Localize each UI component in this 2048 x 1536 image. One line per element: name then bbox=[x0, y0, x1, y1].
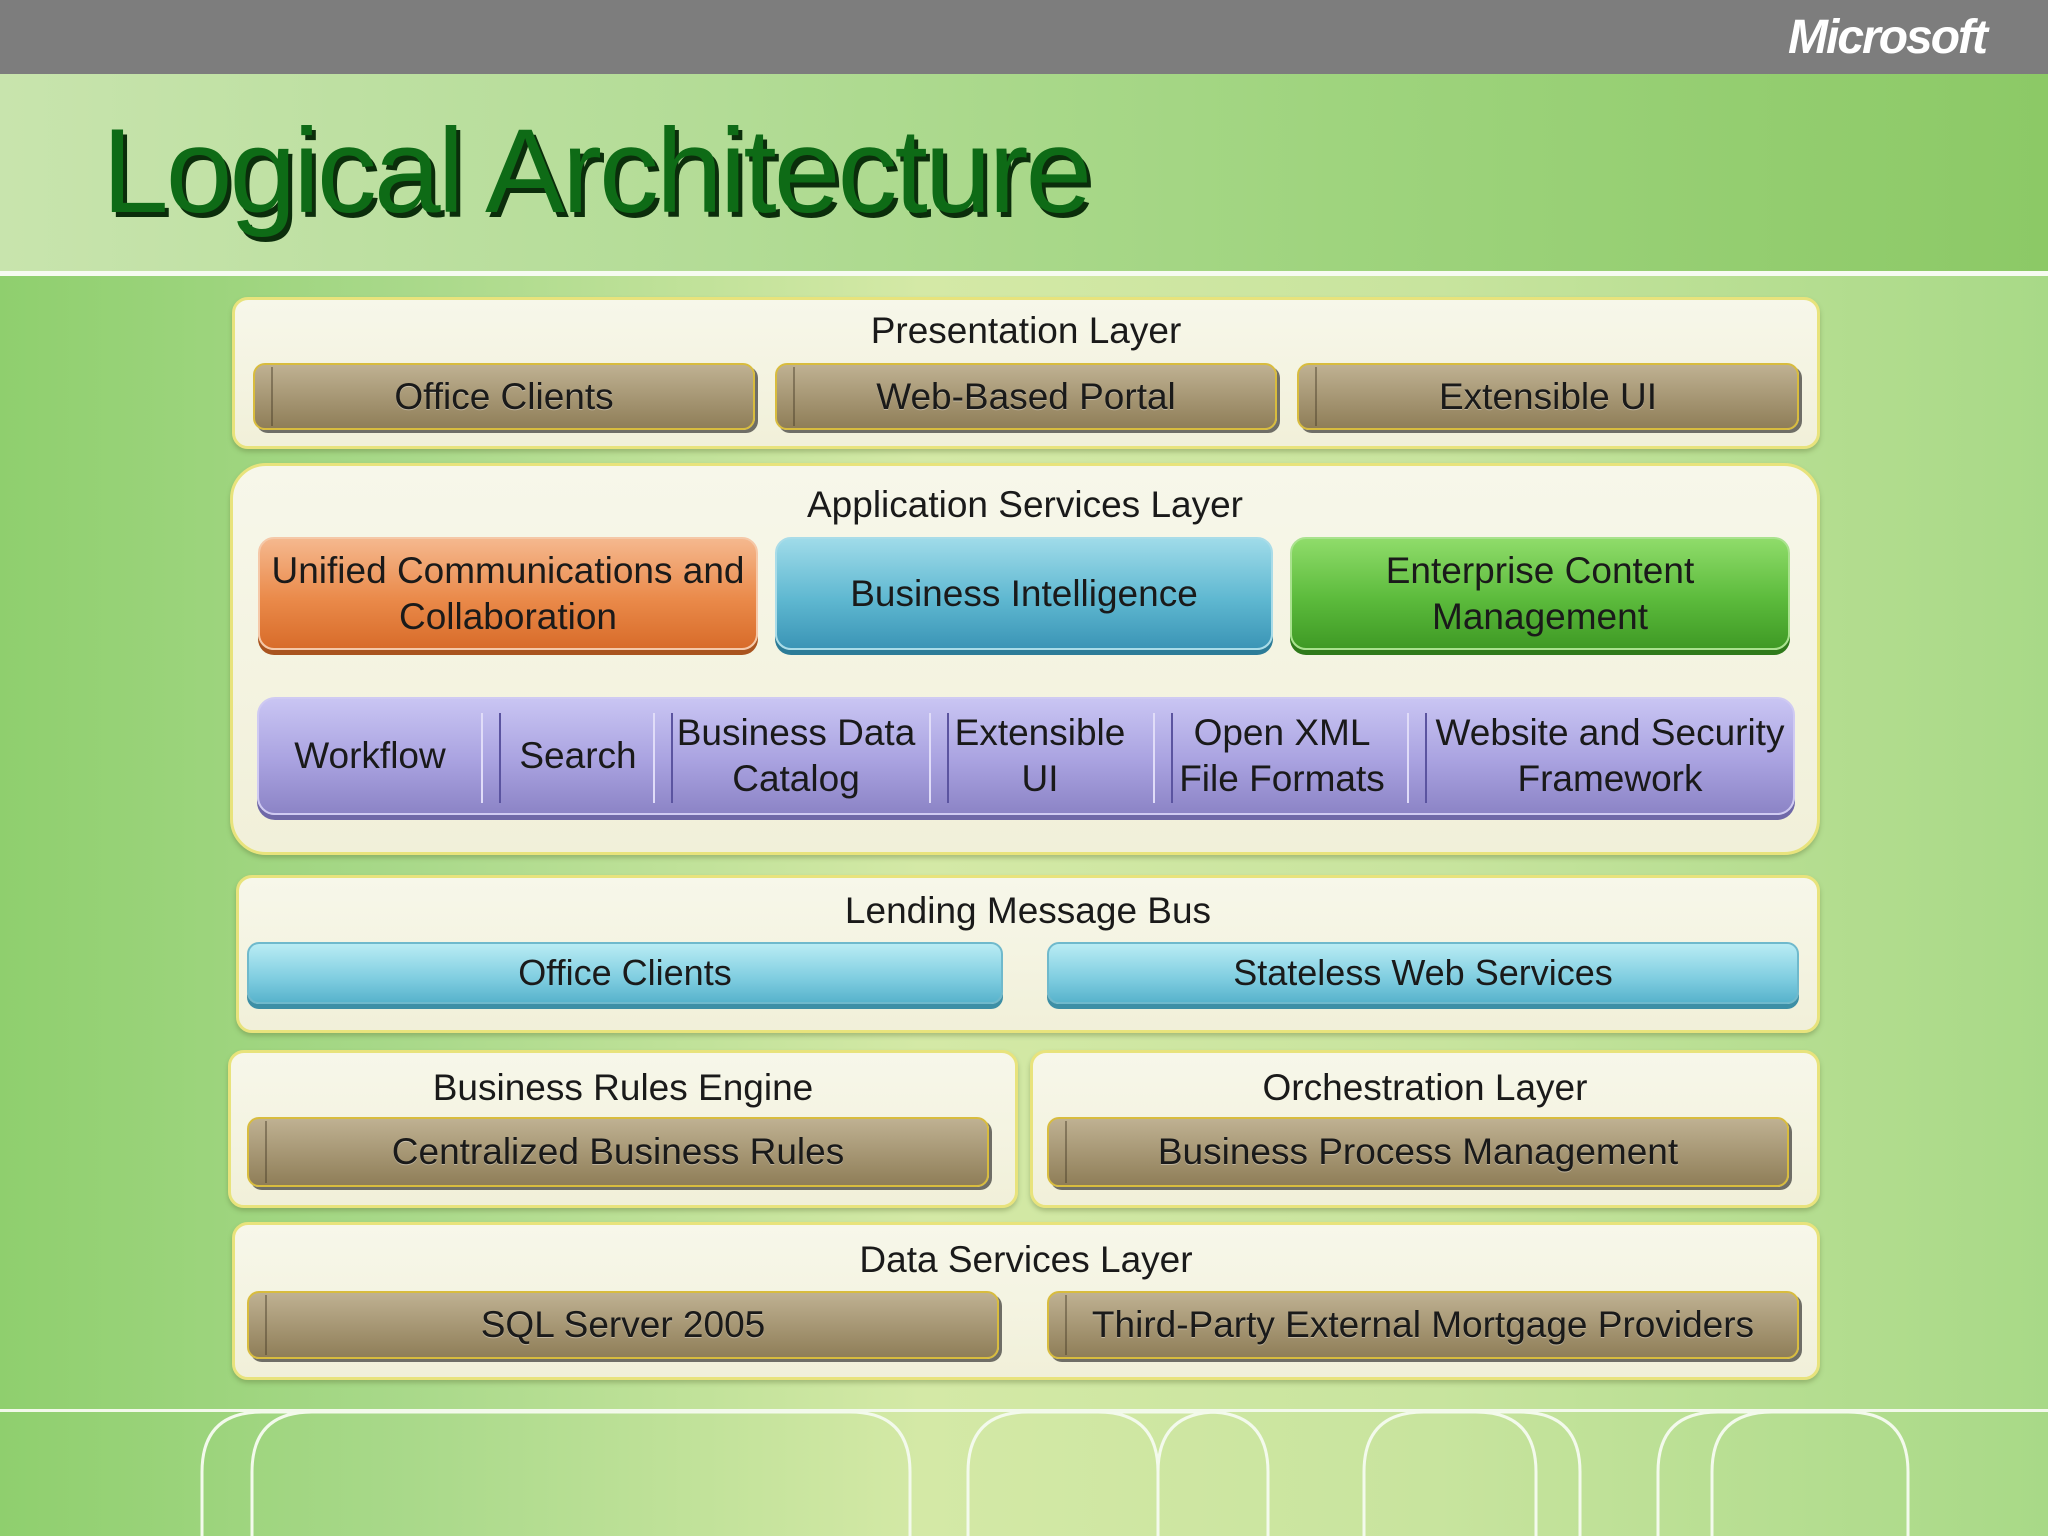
presentation-layer: Presentation Layer Office Clients Web-Ba… bbox=[232, 297, 1820, 449]
data-services-layer-title: Data Services Layer bbox=[859, 1239, 1193, 1280]
service-extensible-ui: Extensible UI bbox=[954, 712, 1126, 799]
presentation-item-web-portal: Web-Based Portal bbox=[775, 363, 1277, 430]
service-website-security-framework: Website and Security Framework bbox=[1435, 712, 1785, 799]
service-open-xml: Open XML File Formats bbox=[1179, 712, 1385, 799]
presentation-item-office-clients: Office Clients bbox=[253, 363, 755, 430]
page-title: Logical Architecture bbox=[102, 104, 1092, 238]
service-separator bbox=[947, 713, 949, 803]
card-unified-communications: Unified Communications and Collaboration bbox=[258, 537, 758, 650]
top-bar: Microsoft bbox=[0, 0, 2048, 74]
service-workflow: Workflow bbox=[294, 735, 446, 776]
title-header: Logical Architecture bbox=[0, 74, 2048, 271]
service-separator bbox=[1171, 713, 1173, 803]
service-separator bbox=[1425, 713, 1427, 803]
service-separator bbox=[671, 713, 673, 803]
header-divider bbox=[0, 271, 2048, 276]
microsoft-logo: Microsoft bbox=[1788, 11, 1988, 64]
orchestration-layer: Orchestration Layer Business Process Man… bbox=[1030, 1050, 1820, 1208]
lending-message-bus: Lending Message Bus Office Clients State… bbox=[236, 875, 1820, 1033]
data-item-sql-server: SQL Server 2005 bbox=[247, 1291, 999, 1359]
footer-divider bbox=[0, 1409, 2048, 1412]
service-separator bbox=[499, 713, 501, 803]
application-services-bar: Workflow Search Business Data Catalog Ex… bbox=[257, 697, 1795, 815]
business-rules-engine: Business Rules Engine Centralized Busine… bbox=[228, 1050, 1018, 1208]
data-services-layer: Data Services Layer SQL Server 2005 Thir… bbox=[232, 1222, 1820, 1380]
card-enterprise-content-management: Enterprise Content Management bbox=[1290, 537, 1790, 650]
rules-item-centralized-business-rules: Centralized Business Rules bbox=[247, 1117, 989, 1187]
presentation-item-extensible-ui: Extensible UI bbox=[1297, 363, 1799, 430]
orchestration-item-business-process-management: Business Process Management bbox=[1047, 1117, 1789, 1187]
bus-item-stateless-web-services: Stateless Web Services bbox=[1047, 942, 1799, 1004]
orchestration-layer-title: Orchestration Layer bbox=[1262, 1067, 1588, 1108]
card-business-intelligence: Business Intelligence bbox=[775, 537, 1273, 650]
application-services-layer-title: Application Services Layer bbox=[807, 484, 1243, 525]
business-rules-engine-title: Business Rules Engine bbox=[432, 1067, 814, 1108]
bus-item-office-clients: Office Clients bbox=[247, 942, 1003, 1004]
lending-message-bus-title: Lending Message Bus bbox=[844, 890, 1212, 931]
service-search: Search bbox=[519, 735, 637, 776]
presentation-layer-title: Presentation Layer bbox=[870, 310, 1182, 351]
footer-arc-decoration bbox=[200, 1412, 1910, 1536]
data-item-mortgage-providers: Third-Party External Mortgage Providers bbox=[1047, 1291, 1799, 1359]
service-business-data-catalog: Business Data Catalog bbox=[676, 712, 916, 799]
